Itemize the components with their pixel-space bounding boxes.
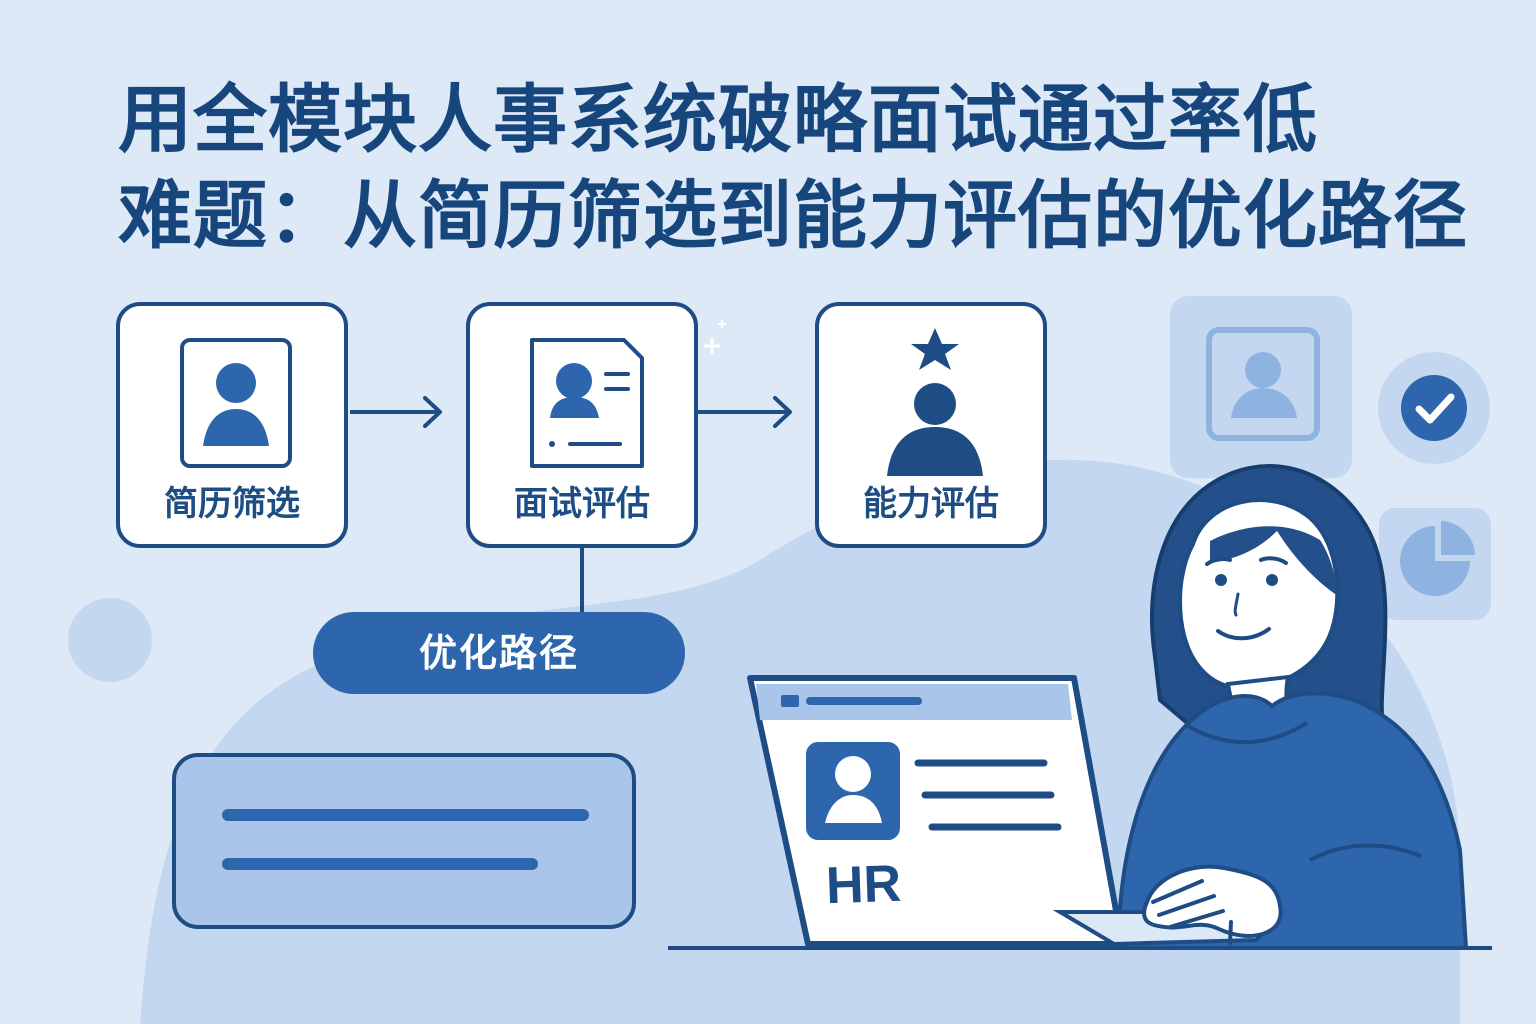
step-card-resume-screening: 简历筛选 — [116, 302, 348, 548]
hands-illustration — [1142, 864, 1283, 945]
text-lines-panel — [172, 753, 636, 929]
flow-arrows — [350, 396, 792, 612]
decor-circle — [68, 598, 152, 682]
title-line-1: 用全模块人事系统破略面试通过率低 — [118, 77, 1318, 163]
resume-document-icon — [530, 338, 644, 468]
laptop-screen-label: HR — [825, 854, 903, 916]
person-card-icon — [180, 338, 292, 468]
checkmark-icon — [1378, 352, 1490, 464]
sparkle-icon — [704, 320, 726, 354]
star-person-icon — [887, 328, 983, 476]
step-label: 简历筛选 — [164, 484, 300, 524]
hr-person-illustration — [1115, 464, 1469, 950]
optimization-path-label: 优化路径 — [313, 612, 685, 694]
page-title: 用全模块人事系统破略面试通过率低 难题：从简历筛选到能力评估的优化路径 — [118, 72, 1498, 264]
step-label: 能力评估 — [863, 484, 999, 524]
step-card-interview-assessment: 面试评估 — [466, 302, 698, 548]
step-label: 面试评估 — [514, 484, 650, 524]
profile-card-icon — [1170, 296, 1352, 478]
pie-chart-icon — [1379, 508, 1491, 620]
title-line-2: 难题：从简历筛选到能力评估的优化路径 — [118, 173, 1468, 259]
step-card-capability-assessment: 能力评估 — [815, 302, 1047, 548]
